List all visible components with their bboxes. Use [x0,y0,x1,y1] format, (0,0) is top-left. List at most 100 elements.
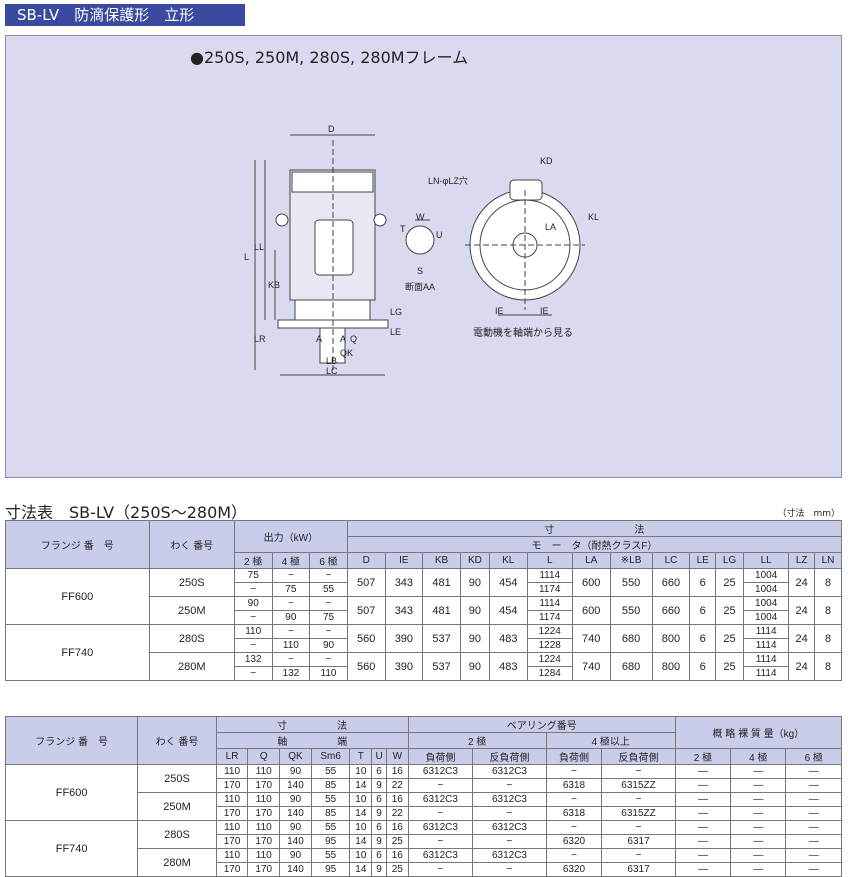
label-AA: 断面AA [405,281,435,292]
table-cell: — [730,764,787,779]
table-cell: LC [651,552,691,569]
table-cell: 16 [385,792,409,807]
label-LB: LB [326,356,337,366]
table-cell: 9 [371,778,387,793]
table-cell: 537 [422,652,461,681]
table-cell: 1114 [526,596,573,611]
table-cell: 90 [271,610,311,625]
table-cell: 560 [346,624,386,653]
table-cell: 55 [310,848,351,863]
table-cell: — [674,862,732,877]
table-cell: 390 [384,624,424,653]
table-cell: 6312C3 [407,764,474,779]
table-cell: 8 [814,568,842,597]
table-cell: 110 [247,764,281,779]
table-cell: − [472,806,547,821]
table-cell: LR [215,748,249,765]
table-row: フランジ 番 号わく 番号寸 法ベアリング番号概 略 裸 質 量（kg） [4,716,843,765]
motor-drawing: D KD LN-φLZ穴 W T U S 断面AA LL L KB KL LA … [244,124,599,376]
table-cell: 110 [271,638,311,653]
label-KL: KL [588,212,599,222]
table-cell: 軸 端 [215,732,409,749]
table-cell: 250S [137,764,217,793]
table-cell: 537 [422,624,461,653]
table-cell: 24 [788,596,816,625]
table-cell: 25 [715,624,745,653]
table-cell: — [730,778,787,793]
label-LE: LE [390,327,401,337]
table-cell: — [730,820,787,835]
table-cell: 8 [814,596,842,625]
table-cell: 140 [279,862,312,877]
table-cell: 負荷側 [407,748,474,765]
table-cell: 4 極 [271,552,311,569]
table-cell: − [233,610,273,625]
table-cell: 6 [371,792,387,807]
table-cell: IE [384,552,424,569]
table-cell: 55 [309,582,348,597]
table-cell: − [233,582,273,597]
table-cell: 600 [571,568,611,597]
table-cell: わく 番号 [137,716,217,765]
table-cell: 85 [310,806,351,821]
table-cell: 170 [247,834,281,849]
table-cell: 1004 [743,610,790,625]
table-cell: — [785,820,842,835]
label-QK: QK [340,348,353,358]
table-cell: − [407,778,474,793]
table-cell: 14 [349,834,373,849]
table-cell: 280M [148,652,235,681]
table-cell: 1004 [743,582,790,597]
table-cell: QK [279,748,312,765]
table-cell: 110 [247,792,281,807]
table-cell: − [545,792,603,807]
table-cell: 507 [346,568,386,597]
table-cell: 740 [571,652,611,681]
table-cell: 90 [459,568,490,597]
table-cell: − [309,652,348,667]
table-cell: — [674,764,732,779]
table-unit: （寸法 mm） [777,509,840,519]
table-cell: 6 [689,568,717,597]
table-cell: 680 [609,624,653,653]
table-cell: 反負荷側 [601,748,676,765]
table-cell: 14 [349,862,373,877]
table-cell: 1004 [743,568,790,583]
table-cell: 1174 [526,610,573,625]
table-cell: 110 [309,666,348,681]
table-cell: 24 [788,568,816,597]
table-cell: 10 [349,820,373,835]
table-cell: D [346,552,386,569]
table-cell: 90 [279,792,312,807]
table-cell: 16 [385,764,409,779]
table-cell: 8 [814,652,842,681]
table-cell: 170 [215,806,249,821]
table-cell: − [545,848,603,863]
table-cell: — [785,806,842,821]
table-cell: — [785,862,842,877]
table-cell: 250S [148,568,235,597]
table-cell: 550 [609,568,653,597]
table-cell: 170 [215,778,249,793]
table-cell: 14 [349,778,373,793]
table-cell: — [730,806,787,821]
table-cell: 4 極 [730,748,787,765]
table-cell: 2 極 [233,552,273,569]
table-cell: 140 [279,806,312,821]
label-L: L [244,252,249,262]
frame-title: ●250S, 250M, 280S, 280Mフレーム [190,48,469,67]
table-cell: 1284 [526,666,573,681]
table-cell: フランジ 番 号 [5,520,150,569]
table-cell: − [601,764,676,779]
table-cell: − [309,596,348,611]
table-cell: 出力（kW） [233,520,348,553]
table-cell: ベアリング番号 [407,716,676,733]
table-cell: 6312C3 [472,792,547,807]
table-cell: − [309,624,348,639]
